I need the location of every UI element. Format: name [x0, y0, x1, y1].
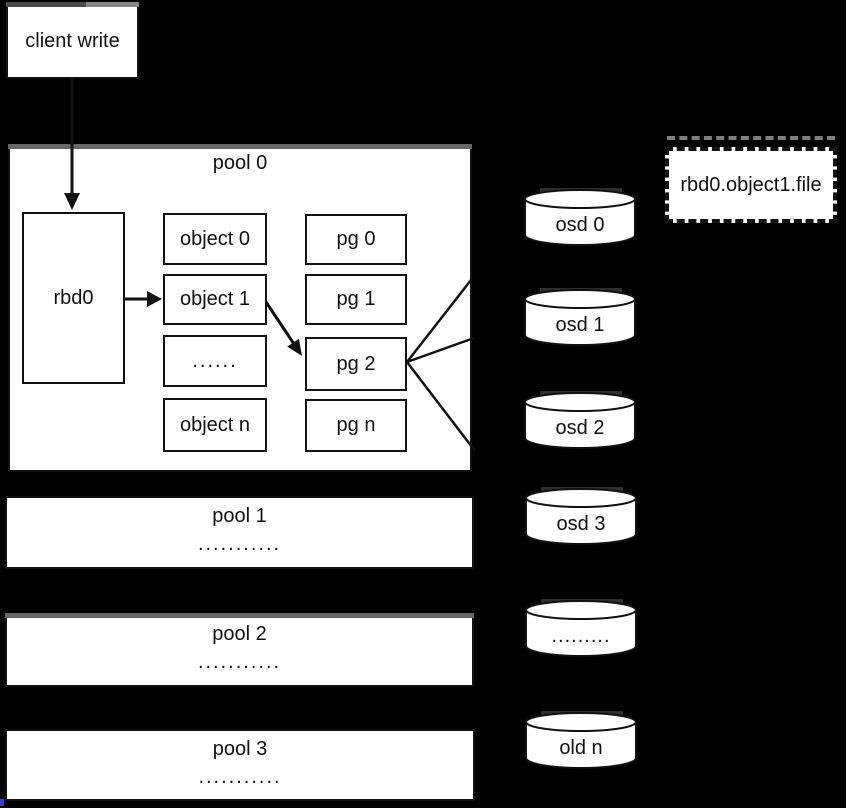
osd-ellipsis-label: ......... [551, 624, 611, 647]
pg-2-box: pg 2 [305, 337, 407, 391]
pg-n-label: pg n [336, 414, 376, 436]
osd-n-label: old n [559, 736, 603, 759]
object-0-box: object 0 [163, 213, 267, 265]
osd-1-cylinder: osd 1 [524, 288, 636, 346]
pool1-dots: ........... [197, 533, 282, 555]
osd-3-label: osd 3 [556, 512, 606, 535]
client-write-box: client write [6, 2, 139, 79]
file-label: rbd0.object1.file [680, 173, 822, 196]
rbd0-label: rbd0 [53, 286, 94, 309]
object-ellipsis-label: ...... [192, 349, 238, 372]
file-box-top-artifact-dashes [667, 136, 835, 140]
pool0-panel: pool 0 rbd0 object 0 object 1 ...... obj… [8, 144, 472, 472]
object-1-label: object 1 [179, 288, 251, 310]
rbd0-box: rbd0 [22, 212, 125, 384]
cylinder-shape-icon [525, 599, 637, 657]
pool1-panel: pool 1 ........... [5, 496, 474, 569]
client-write-top-artifact-bar [6, 2, 139, 7]
pg-0-box: pg 0 [305, 214, 407, 265]
pg-2-label: pg 2 [336, 352, 376, 375]
pool3-title: pool 3 [212, 738, 268, 760]
file-label-box: rbd0.object1.file [665, 147, 837, 223]
pg-n-box: pg n [305, 399, 407, 452]
object-n-box: object n [163, 398, 267, 452]
object-0-label: object 0 [179, 227, 251, 250]
pool3-dots: ........... [198, 766, 282, 788]
pool3-panel: pool 3 ........... [5, 729, 475, 801]
pg-1-label: pg 1 [336, 288, 376, 310]
osd-2-cylinder: osd 2 [524, 391, 636, 449]
pool2-dots: ........... [197, 651, 282, 673]
osd-2-label: osd 2 [555, 416, 605, 439]
bottom-left-blue-artifact [0, 799, 4, 806]
cylinder-shape-icon [524, 288, 636, 346]
pool2-top-artifact-bar [5, 613, 474, 618]
pool0-top-artifact-bar [8, 144, 472, 149]
object-ellipsis-box: ...... [163, 335, 267, 387]
pool1-title: pool 1 [212, 505, 267, 527]
osd-n-cylinder: old n [525, 711, 637, 769]
osd-0-cylinder: osd 0 [524, 188, 636, 246]
pool2-panel: pool 2 ........... [5, 613, 474, 687]
client-write-label: client write [25, 29, 120, 52]
pool0-title: pool 0 [212, 152, 268, 174]
osd-ellipsis-cylinder: ......... [525, 599, 637, 657]
object-1-box: object 1 [163, 274, 267, 325]
cylinder-shape-icon [525, 711, 637, 769]
cylinder-shape-icon [525, 487, 637, 545]
pool2-title: pool 2 [212, 623, 267, 645]
osd-3-cylinder: osd 3 [525, 487, 637, 545]
osd-0-label: osd 0 [555, 213, 605, 236]
osd-1-label: osd 1 [555, 313, 605, 336]
object-n-label: object n [179, 413, 251, 436]
pg-0-label: pg 0 [336, 228, 376, 250]
cylinder-shape-icon [524, 391, 636, 449]
pg-1-box: pg 1 [305, 274, 407, 325]
cylinder-shape-icon [524, 188, 636, 246]
